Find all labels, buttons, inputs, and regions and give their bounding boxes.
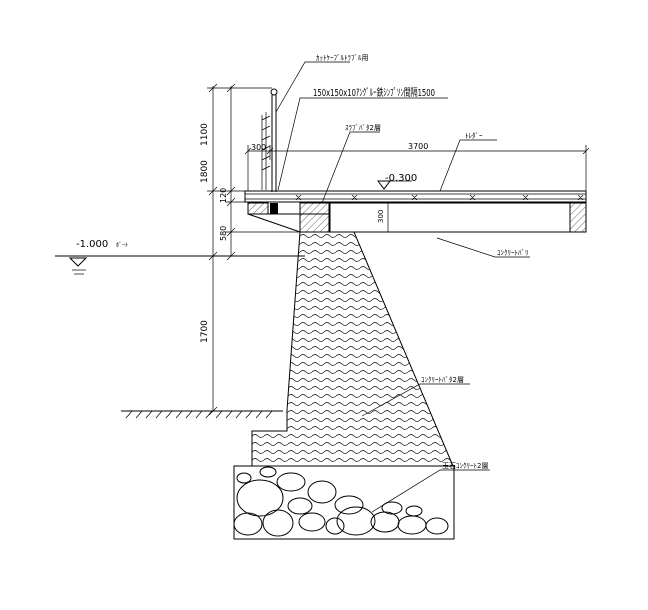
ground-line: [121, 410, 283, 419]
water-line: [55, 255, 305, 275]
deck-board-label: ﾄﾚﾀﾞｰ: [465, 132, 483, 140]
dim-1700: 1700: [200, 320, 210, 343]
main-beam: [295, 194, 587, 233]
stone-base: [233, 465, 455, 540]
dim-1800: 1800: [200, 160, 210, 183]
deck-slab: [244, 190, 587, 203]
vertical-dimensions: [207, 83, 300, 416]
dim-300-beam: 300: [377, 210, 385, 223]
retaining-wall: [251, 231, 454, 467]
horizontal-dimensions: [244, 145, 590, 232]
leader-lines: [275, 61, 530, 513]
deck-elevation-marker: [377, 180, 412, 190]
water-mark-label: ﾎﾞｰﾄ: [116, 242, 128, 249]
cap-beam: [247, 202, 331, 233]
cap-beam-label: ｽﾗﾌﾞﾊﾞﾀ2層: [345, 124, 381, 132]
dim-300-top: 300: [251, 143, 266, 152]
base-label: 玉石ｺﾝｸﾘｰﾄ2層: [442, 462, 488, 470]
dim-1100: 1100: [200, 123, 210, 146]
dim-580: 580: [219, 226, 228, 241]
deck-elevation-label: -0.300: [385, 173, 417, 184]
beam-label: ｺﾝｸﾘｰﾄﾊﾞﾘ: [497, 249, 529, 257]
water-elevation-label: -1.000: [76, 239, 108, 250]
dim-120: 120: [219, 188, 228, 203]
post-label: 150x150x10ｱﾝｸﾞﾙｰ鉄ｼﾝﾌﾟｿﾝ間隔1500: [313, 86, 435, 99]
rail-top-label: ｶｯﾄｹｰﾌﾞﾙﾄﾗﾌﾞﾙ用: [316, 54, 369, 62]
wall-label: ｺﾝｸﾘｰﾄﾊﾞﾀ2層: [421, 376, 464, 384]
dim-3700: 3700: [408, 142, 428, 151]
railing: [261, 88, 278, 192]
